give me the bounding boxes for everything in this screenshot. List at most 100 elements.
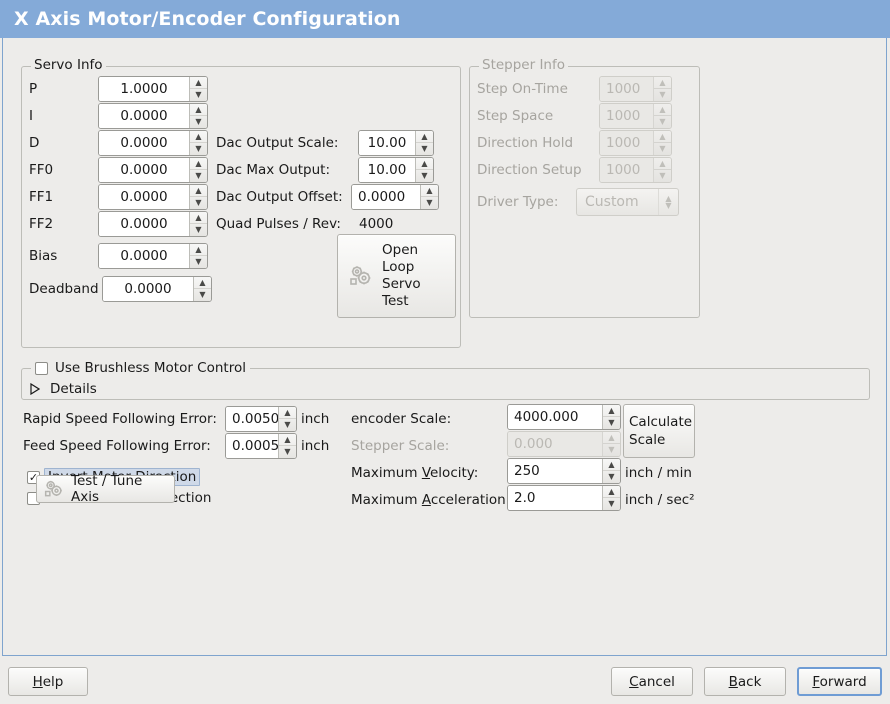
spinner-buttons[interactable]: ▲ ▼ (602, 459, 620, 483)
open-loop-line-3: Servo (382, 276, 421, 292)
spinner-down-icon[interactable]: ▼ (608, 472, 615, 481)
spinner-up-icon[interactable]: ▲ (190, 212, 207, 224)
spinner-down-icon[interactable]: ▼ (195, 90, 202, 99)
spinner-up-icon[interactable]: ▲ (603, 486, 620, 498)
rapid-speed-following-error-input[interactable]: 0.0050 ▲ ▼ (225, 406, 297, 432)
spinner-down-icon[interactable]: ▼ (284, 447, 291, 456)
use-brushless-motor-control-label: Use Brushless Motor Control (55, 360, 246, 376)
maximum-acceleration-input[interactable]: 2.0 ▲ ▼ (507, 485, 621, 511)
spinner-up-icon[interactable]: ▲ (279, 434, 296, 446)
cancel-button[interactable]: Cancel (611, 667, 693, 696)
servo-input-ff1[interactable]: 0.0000 ▲ ▼ (98, 184, 208, 210)
spinner-down-icon[interactable]: ▼ (195, 257, 202, 266)
spinner-buttons[interactable]: ▲ ▼ (189, 185, 207, 209)
spinner-down-icon[interactable]: ▼ (195, 225, 202, 234)
spinner-buttons: ▲ ▼ (602, 432, 620, 456)
calculate-scale-line-2: Scale (629, 432, 666, 448)
dac-output-offset-input[interactable]: 0.0000 ▲ ▼ (351, 184, 439, 210)
spinner-buttons[interactable]: ▲ ▼ (189, 77, 207, 101)
spinner-buttons[interactable]: ▲ ▼ (415, 131, 433, 155)
servo-label-ff0: FF0 (29, 162, 54, 178)
spinner-buttons[interactable]: ▲ ▼ (189, 158, 207, 182)
spinner-up-icon[interactable]: ▲ (190, 244, 207, 256)
servo-value-ff1: 0.0000 (99, 185, 189, 209)
maximum-acceleration-value: 2.0 (508, 486, 602, 510)
spinner-buttons[interactable]: ▲ ▼ (189, 131, 207, 155)
checkbox-box[interactable] (35, 361, 48, 375)
spinner-up-icon[interactable]: ▲ (421, 185, 438, 197)
spinner-buttons[interactable]: ▲ ▼ (193, 277, 211, 301)
encoder-scale-input[interactable]: 4000.000 ▲ ▼ (507, 404, 621, 430)
forward-button[interactable]: Forward (797, 667, 882, 696)
dac-output-scale-input[interactable]: 10.00 ▲ ▼ (358, 130, 434, 156)
spinner-down-icon[interactable]: ▼ (284, 420, 291, 429)
dac-output-scale-label: Dac Output Scale: (216, 135, 339, 151)
maximum-velocity-label: Maximum Velocity: (351, 465, 479, 481)
spinner-down-icon[interactable]: ▼ (195, 171, 202, 180)
servo-input-p[interactable]: 1.0000 ▲ ▼ (98, 76, 208, 102)
maximum-velocity-input[interactable]: 250 ▲ ▼ (507, 458, 621, 484)
spinner-down-icon[interactable]: ▼ (608, 418, 615, 427)
window-titlebar: X Axis Motor/Encoder Configuration (0, 0, 890, 38)
direction-setup-value: 1000 (600, 158, 653, 182)
spinner-buttons[interactable]: ▲ ▼ (420, 185, 438, 209)
open-loop-servo-test-button[interactable]: Open Loop Servo Test (337, 234, 456, 318)
spinner-down-icon[interactable]: ▼ (421, 144, 428, 153)
spinner-up-icon[interactable]: ▲ (190, 77, 207, 89)
spinner-down-icon[interactable]: ▼ (421, 171, 428, 180)
spinner-up-icon[interactable]: ▲ (416, 131, 433, 143)
spinner-up-icon[interactable]: ▲ (190, 185, 207, 197)
spinner-buttons[interactable]: ▲ ▼ (415, 158, 433, 182)
spinner-buttons[interactable]: ▲ ▼ (602, 486, 620, 510)
spinner-up-icon[interactable]: ▲ (190, 131, 207, 143)
back-button[interactable]: Back (704, 667, 786, 696)
servo-input-ff0[interactable]: 0.0000 ▲ ▼ (98, 157, 208, 183)
spinner-up-icon[interactable]: ▲ (190, 104, 207, 116)
rapid-speed-unit: inch (301, 411, 330, 427)
brushless-motor-group (21, 368, 870, 400)
spinner-up-icon[interactable]: ▲ (603, 459, 620, 471)
servo-value-i: 0.0000 (99, 104, 189, 128)
step-on-time-label: Step On-Time (477, 81, 568, 97)
spinner-up-icon[interactable]: ▲ (190, 158, 207, 170)
dac-max-output-label: Dac Max Output: (216, 162, 331, 178)
rapid-speed-following-error-label: Rapid Speed Following Error: (23, 411, 217, 427)
spinner-buttons[interactable]: ▲ ▼ (278, 434, 296, 458)
spinner-down-icon[interactable]: ▼ (199, 290, 206, 299)
feed-speed-following-error-input[interactable]: 0.0005 ▲ ▼ (225, 433, 297, 459)
forward-button-label: Forward (812, 673, 867, 690)
spinner-up-icon[interactable]: ▲ (416, 158, 433, 170)
spinner-up-icon: ▲ (654, 104, 671, 116)
use-brushless-motor-control-checkbox[interactable]: Use Brushless Motor Control (31, 360, 250, 376)
quad-pulses-value: 4000 (359, 216, 394, 232)
spinner-buttons[interactable]: ▲ ▼ (189, 244, 207, 268)
help-button[interactable]: Help (8, 667, 88, 696)
servo-input-bias[interactable]: 0.0000 ▲ ▼ (98, 243, 208, 269)
servo-value-ff2: 0.0000 (99, 212, 189, 236)
spinner-buttons[interactable]: ▲ ▼ (278, 407, 296, 431)
spinner-down-icon[interactable]: ▼ (608, 499, 615, 508)
spinner-down-icon[interactable]: ▼ (195, 198, 202, 207)
spinner-up-icon[interactable]: ▲ (194, 277, 211, 289)
details-expander[interactable]: Details (30, 381, 97, 397)
calculate-scale-button[interactable]: Calculate Scale (623, 404, 695, 458)
servo-input-ff2[interactable]: 0.0000 ▲ ▼ (98, 211, 208, 237)
servo-input-d[interactable]: 0.0000 ▲ ▼ (98, 130, 208, 156)
triangle-right-icon[interactable] (30, 382, 42, 396)
servo-input-i[interactable]: 0.0000 ▲ ▼ (98, 103, 208, 129)
spinner-down-icon[interactable]: ▼ (426, 198, 433, 207)
spinner-up-icon[interactable]: ▲ (603, 405, 620, 417)
dac-max-output-input[interactable]: 10.00 ▲ ▼ (358, 157, 434, 183)
spinner-buttons[interactable]: ▲ ▼ (602, 405, 620, 429)
stepper-scale-input: 0.000 ▲ ▼ (507, 431, 621, 457)
test-tune-axis-button[interactable]: Test / Tune Axis (36, 473, 175, 505)
spinner-down-icon[interactable]: ▼ (195, 144, 202, 153)
spinner-down-icon[interactable]: ▼ (195, 117, 202, 126)
spinner-buttons: ▲ ▼ (653, 77, 671, 101)
spinner-buttons[interactable]: ▲ ▼ (189, 212, 207, 236)
servo-input-deadband[interactable]: 0.0000 ▲ ▼ (102, 276, 212, 302)
driver-type-label: Driver Type: (477, 194, 559, 210)
servo-value-d: 0.0000 (99, 131, 189, 155)
spinner-up-icon[interactable]: ▲ (279, 407, 296, 419)
spinner-buttons[interactable]: ▲ ▼ (189, 104, 207, 128)
